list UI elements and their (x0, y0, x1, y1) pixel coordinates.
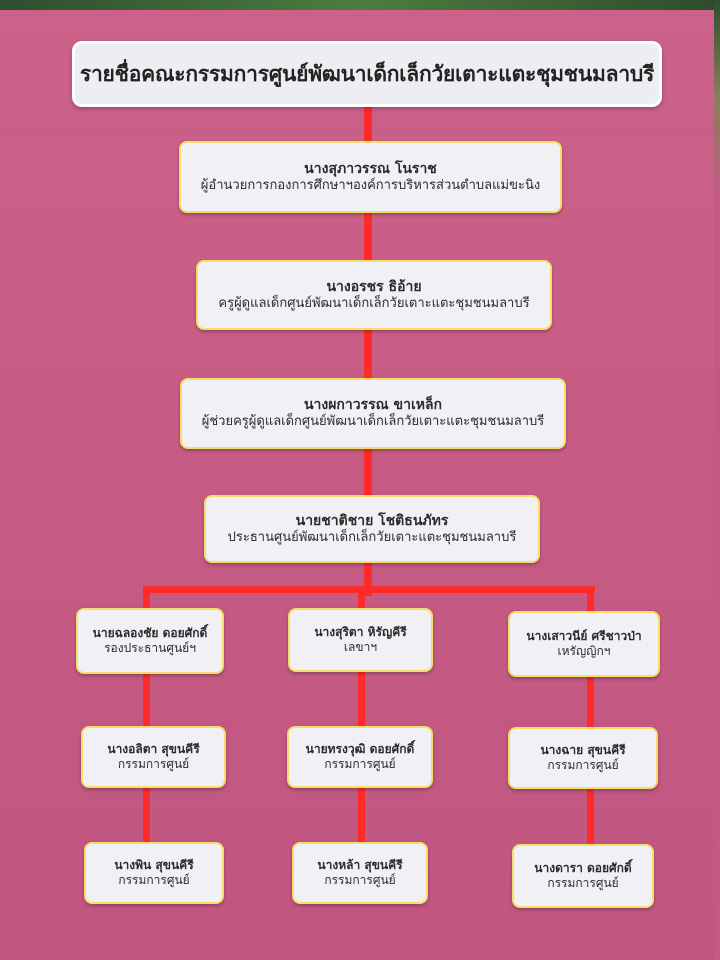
member-name: นางฉาย สุขนคีรี (540, 743, 626, 758)
connector-left-column (143, 588, 150, 858)
member-card-committee: นางฉาย สุขนคีรี กรรมการศูนย์ (508, 727, 658, 789)
member-role: ผู้ช่วยครูผู้ดูแลเด็กศูนย์พัฒนาเด็กเล็กว… (201, 414, 545, 430)
member-name: นางสุริตา หิรัญคีรี (314, 625, 407, 640)
member-name: นางพิน สุขนคีรี (114, 858, 194, 873)
member-card-treasurer: นางเสาวนีย์ ศรีชาวป่า เหรัญญิกฯ (508, 611, 660, 677)
member-role: กรรมการศูนย์ (324, 873, 396, 887)
member-name: นางอรชร ธิอ้าย (326, 278, 422, 295)
member-card-committee: นางหล้า สุขนคีรี กรรมการศูนย์ (292, 842, 428, 904)
member-role: ผู้อำนวยการกองการศึกษาฯองค์การบริหารส่วน… (200, 177, 541, 193)
member-role: เลขาฯ (343, 640, 378, 654)
member-name: นางเสาวนีย์ ศรีชาวป่า (526, 629, 642, 644)
member-card-chairman: นายชาติชาย โชติธนภัทร ประธานศูนย์พัฒนาเด… (204, 495, 540, 563)
member-card-assistant-caregiver: นางผกาวรรณ ขาเหล็ก ผู้ช่วยครูผู้ดูแลเด็ก… (180, 378, 566, 449)
member-name: นางหล้า สุขนคีรี (317, 858, 403, 873)
connector-middle-column (358, 588, 365, 858)
member-role: ครูผู้ดูแลเด็กศูนย์พัฒนาเด็กเล็กวัยเตาะแ… (218, 295, 530, 311)
member-name: นางอลิตา สุขนคีรี (107, 742, 200, 757)
member-card-committee: นางพิน สุขนคีรี กรรมการศูนย์ (84, 842, 224, 904)
member-role: กรรมการศูนย์ (547, 758, 619, 772)
member-name: นางสุภาวรรณ โนราช (304, 160, 437, 177)
member-role: รองประธานศูนย์ฯ (104, 641, 196, 655)
member-name: นางดารา ดอยศักดิ์ (534, 861, 632, 876)
member-card-secretary: นางสุริตา หิรัญคีรี เลขาฯ (288, 608, 433, 672)
member-role: กรรมการศูนย์ (117, 757, 190, 771)
connector-right-column (587, 588, 594, 858)
connector-main-trunk (364, 106, 372, 596)
member-role: ประธานศูนย์พัฒนาเด็กเล็กวัยเตาะแตะชุมชนม… (227, 529, 517, 545)
page-title: รายชื่อคณะกรรมการศูนย์พัฒนาเด็กเล็กวัยเต… (79, 61, 655, 87)
member-name: นายชาติชาย โชติธนภัทร (295, 512, 449, 529)
member-role: กรรมการศูนย์ (324, 757, 396, 771)
member-role: เหรัญญิกฯ (557, 644, 611, 658)
member-card-vice-chairman: นายฉลองชัย ดอยศักดิ์ รองประธานศูนย์ฯ (76, 608, 224, 674)
member-card-committee: นางดารา ดอยศักดิ์ กรรมการศูนย์ (512, 844, 654, 908)
member-card-caregiver: นางอรชร ธิอ้าย ครูผู้ดูแลเด็กศูนย์พัฒนาเ… (196, 260, 552, 330)
member-card-committee: นางอลิตา สุขนคีรี กรรมการศูนย์ (81, 726, 226, 788)
connector-horizontal-bar (143, 586, 595, 593)
member-name: นางผกาวรรณ ขาเหล็ก (303, 397, 443, 414)
member-role: กรรมการศูนย์ (118, 873, 190, 887)
member-card-committee: นายทรงวุฒิ ดอยศักดิ์ กรรมการศูนย์ (287, 726, 433, 788)
member-name: นายทรงวุฒิ ดอยศักดิ์ (305, 742, 415, 757)
member-card-director: นางสุภาวรรณ โนราช ผู้อำนวยการกองการศึกษา… (179, 141, 562, 213)
chart-title-card: รายชื่อคณะกรรมการศูนย์พัฒนาเด็กเล็กวัยเต… (72, 41, 662, 107)
top-frame-strip (0, 0, 720, 10)
member-role: กรรมการศูนย์ (547, 876, 619, 890)
member-name: นายฉลองชัย ดอยศักดิ์ (92, 626, 208, 641)
right-frame-edge (714, 0, 720, 960)
